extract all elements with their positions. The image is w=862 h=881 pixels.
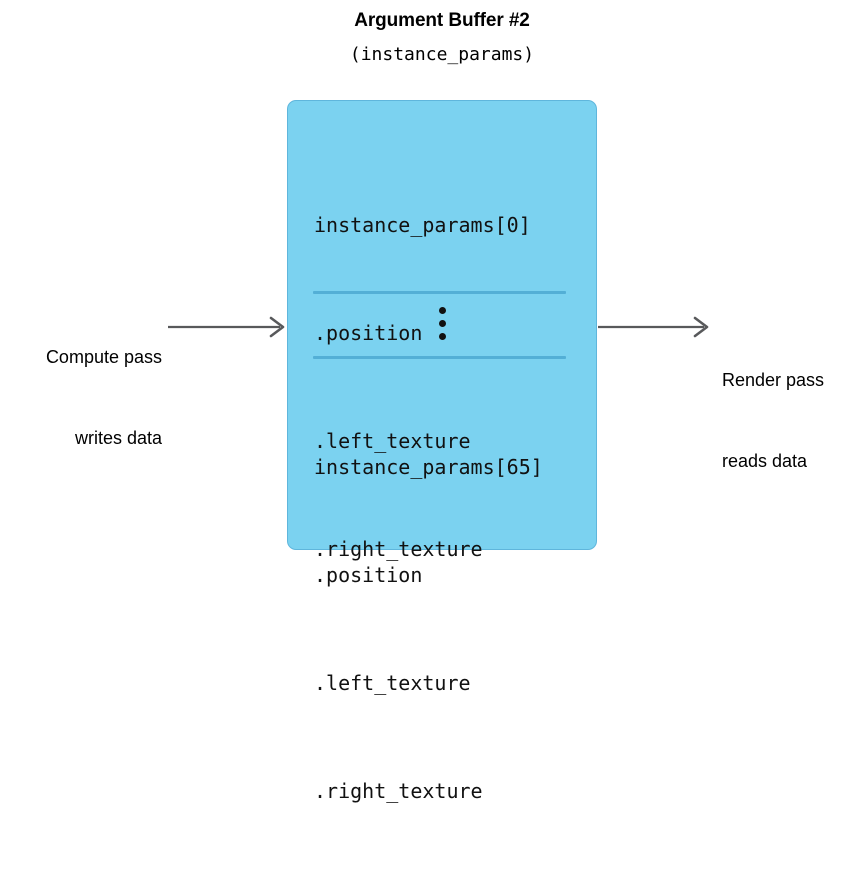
ellipsis-dot: [438, 307, 446, 314]
read-arrow-icon: [598, 316, 709, 338]
ellipsis-dot: [438, 333, 446, 340]
entry-divider-top: [313, 291, 566, 294]
entry-field-right-texture: .right_texture: [314, 779, 483, 803]
entry-header: instance_params[65]: [314, 455, 543, 479]
write-arrow-icon: [168, 316, 285, 338]
ellipsis-dot: [438, 320, 446, 327]
render-pass-label: Render pass reads data: [722, 313, 862, 502]
render-pass-label-line2: reads data: [722, 451, 808, 471]
entry-divider-bottom: [313, 356, 566, 359]
argument-buffer-box: instance_params[0] .position .left_textu…: [287, 100, 597, 803]
entry-field-position: .position: [314, 563, 423, 587]
entry-field-position: .position: [314, 321, 423, 345]
entry-field-left-texture: .left_texture: [314, 429, 471, 453]
compute-pass-label-line2: writes data: [74, 428, 162, 448]
render-pass-label-line1: Render pass: [722, 370, 825, 390]
compute-pass-label-line1: Compute pass: [45, 347, 162, 367]
buffer-entry-last: instance_params[65] .position .left_text…: [314, 377, 543, 881]
entry-header: instance_params[0]: [314, 213, 531, 237]
entry-field-right-texture: .right_texture: [314, 537, 483, 561]
compute-pass-label: Compute pass writes data: [0, 290, 162, 479]
entry-field-left-texture: .left_texture: [314, 671, 471, 695]
page-title: Argument Buffer #2: [354, 10, 530, 31]
vertical-ellipsis-icon: [288, 307, 596, 340]
page-subtitle: (instance_params): [349, 44, 535, 65]
buffer-entry-first: instance_params[0] .position .left_textu…: [314, 135, 531, 639]
